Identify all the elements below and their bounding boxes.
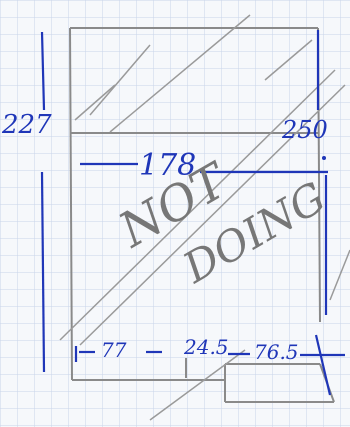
dimension-upper-right: 250 xyxy=(282,116,328,144)
dimension-bottom-right: 76.5 xyxy=(254,340,299,364)
pencil-hatching xyxy=(59,14,350,421)
dimension-total-height: 227 xyxy=(2,110,52,140)
dimension-bottom-middle: 24.5 xyxy=(184,335,229,359)
dimension-width: 178 xyxy=(139,148,197,183)
dimension-lines xyxy=(40,30,345,396)
dimension-bottom-left: 77 xyxy=(101,338,127,362)
dimension-dot xyxy=(322,156,326,160)
